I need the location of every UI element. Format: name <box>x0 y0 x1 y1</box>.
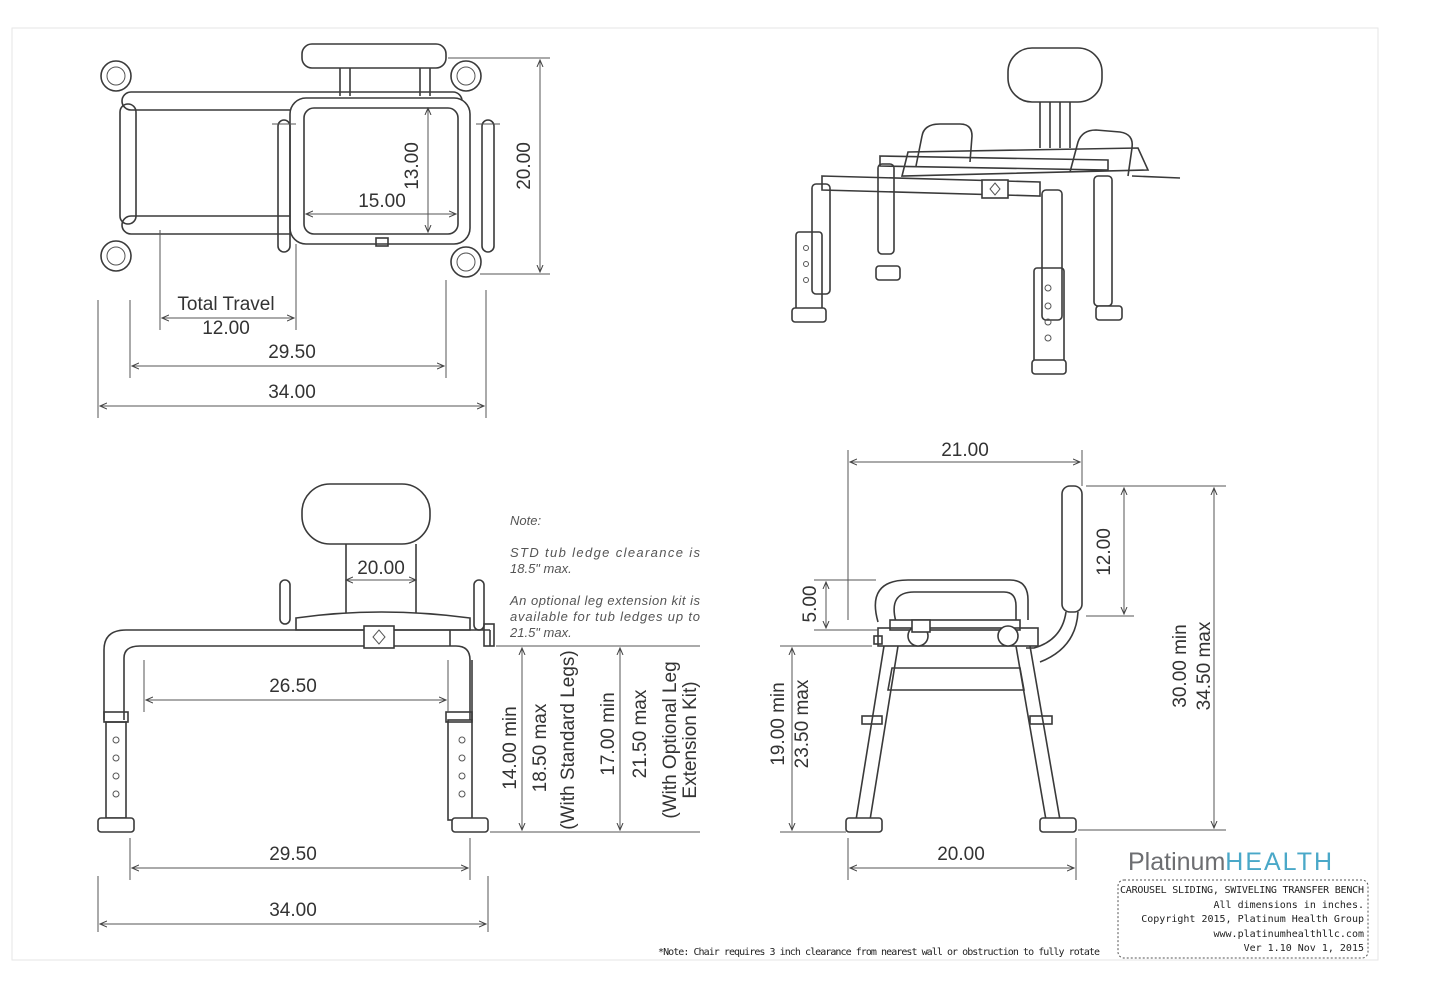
perspective-backrest <box>1007 47 1103 103</box>
total-travel-caption: Total Travel <box>177 294 274 315</box>
side-backrest <box>1061 485 1083 613</box>
note-line-2: 18.5" max. <box>510 561 572 576</box>
top-overall-length-label: 34.00 <box>268 382 316 403</box>
side-base-width-label: 20.00 <box>937 844 985 865</box>
opt-min-label: 17.00 min <box>598 692 619 775</box>
std-max-label: 18.50 max <box>530 703 551 792</box>
side-overall-min-label: 30.00 min <box>1170 624 1191 707</box>
std-caption: (With Standard Legs) <box>558 650 579 830</box>
std-min-label: 14.00 min <box>500 706 521 789</box>
top-inner-length-label: 29.50 <box>268 342 316 363</box>
caster-icon <box>100 240 132 272</box>
front-between-legs-label: 26.50 <box>269 676 317 697</box>
side-overall-max-label: 34.50 max <box>1194 621 1215 710</box>
side-seat-max-label: 23.50 max <box>792 679 813 768</box>
units-note: All dimensions in inches. <box>1213 900 1364 911</box>
opt-max-label: 21.50 max <box>630 689 651 778</box>
note-line-5: 21.5" max. <box>509 625 572 640</box>
front-foot-span-label: 29.50 <box>269 844 317 865</box>
side-seat-min-label: 19.00 min <box>768 682 789 765</box>
note-heading: Note: <box>510 513 541 528</box>
caster-icon <box>450 246 482 278</box>
top-view-seat <box>289 97 471 245</box>
copyright-text: Copyright 2015, Platinum Health Group <box>1141 914 1364 925</box>
front-view: 20.00 26.50 29.50 <box>97 483 701 932</box>
note-block: Note: STD tub ledge clearance is 18.5" m… <box>509 513 701 640</box>
front-overall-length-label: 34.00 <box>269 900 317 921</box>
side-backrest-height-label: 12.00 <box>1094 528 1115 576</box>
caster-icon <box>100 60 132 92</box>
note-line-4: available for tub ledges up to <box>510 609 700 624</box>
top-height-label: 20.00 <box>514 142 535 190</box>
note-line-1: STD tub ledge clearance is <box>510 545 701 560</box>
version-text: Ver 1.10 Nov 1, 2015 <box>1244 943 1364 954</box>
opt-caption-2: Extension Kit) <box>680 681 701 798</box>
diamond-knob-icon <box>372 629 386 645</box>
perspective-view <box>791 47 1181 375</box>
caster-icon <box>450 60 482 92</box>
brand-logo: PlatinumHEALTH <box>1128 848 1334 876</box>
website-text: www.platinumhealthllc.com <box>1213 929 1364 940</box>
top-view: 13.00 15.00 20.00 Total Travel 12.00 29.… <box>97 43 550 418</box>
footnote: *Note: Chair requires 3 inch clearance f… <box>658 947 1100 958</box>
side-top-width-label: 21.00 <box>941 440 989 461</box>
top-view-backrest <box>301 43 447 69</box>
front-backrest <box>301 483 431 545</box>
top-seat-width-label: 15.00 <box>358 191 406 212</box>
diamond-knob-icon <box>989 182 1001 196</box>
side-view: 21.00 12.00 5.00 19.00 min 23.50 max 30.… <box>768 440 1226 880</box>
product-title: CAROUSEL SLIDING, SWIVELING TRANSFER BEN… <box>1120 885 1364 896</box>
top-seat-depth-label: 13.00 <box>402 142 423 190</box>
opt-caption-1: (With Optional Leg <box>660 661 681 818</box>
total-travel-label: 12.00 <box>202 318 250 339</box>
note-line-3: An optional leg extension kit is <box>509 593 701 608</box>
side-arm-height-label: 5.00 <box>800 586 821 623</box>
title-block: PlatinumHEALTH CAROUSEL SLIDING, SWIVELI… <box>1117 848 1369 959</box>
front-backrest-width-label: 20.00 <box>357 558 405 579</box>
